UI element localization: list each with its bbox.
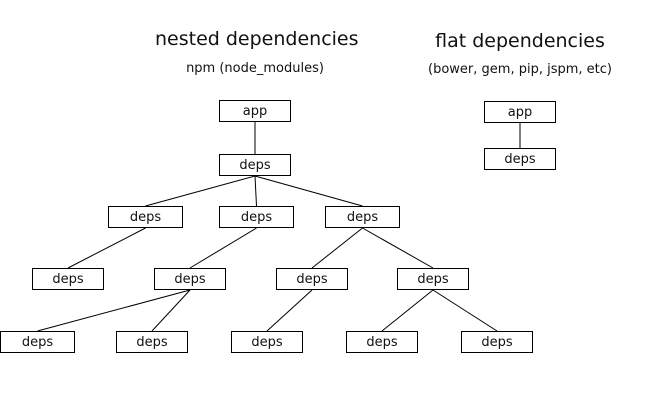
nested-subtitle: npm (node_modules) [186, 61, 324, 76]
nested-node-deps: deps [397, 268, 469, 290]
flat-node-deps: deps [484, 148, 556, 170]
nested-node-deps: deps [325, 206, 400, 228]
nested-edge [311, 227, 363, 269]
nested-edge [37, 289, 191, 332]
nested-node-app: app [219, 100, 291, 122]
nested-node-deps: deps [32, 268, 104, 290]
nested-edge [381, 289, 434, 332]
nested-node-deps: deps [346, 331, 418, 353]
nested-edge [362, 227, 434, 269]
nested-edge [151, 289, 191, 332]
nested-node-deps: deps [116, 331, 188, 353]
nested-node-deps: deps [461, 331, 533, 353]
nested-edge [67, 227, 146, 269]
flat-node-app: app [484, 101, 556, 123]
nested-node-deps: deps [154, 268, 226, 290]
flat-subtitle: (bower, gem, pip, jspm, etc) [428, 62, 612, 77]
nested-edge [189, 227, 257, 269]
nested-node-deps: deps [0, 331, 75, 353]
nested-node-deps: deps [276, 268, 348, 290]
nested-title: nested dependencies [155, 28, 359, 50]
nested-edge [254, 175, 257, 207]
nested-node-deps: deps [219, 206, 294, 228]
nested-node-deps: deps [219, 154, 291, 176]
nested-edge [432, 289, 498, 332]
nested-edge [145, 175, 256, 207]
nested-node-deps: deps [108, 206, 183, 228]
nested-edge [266, 289, 313, 332]
flat-title: flat dependencies [435, 30, 605, 52]
nested-edge [254, 175, 363, 207]
nested-node-deps: deps [231, 331, 303, 353]
